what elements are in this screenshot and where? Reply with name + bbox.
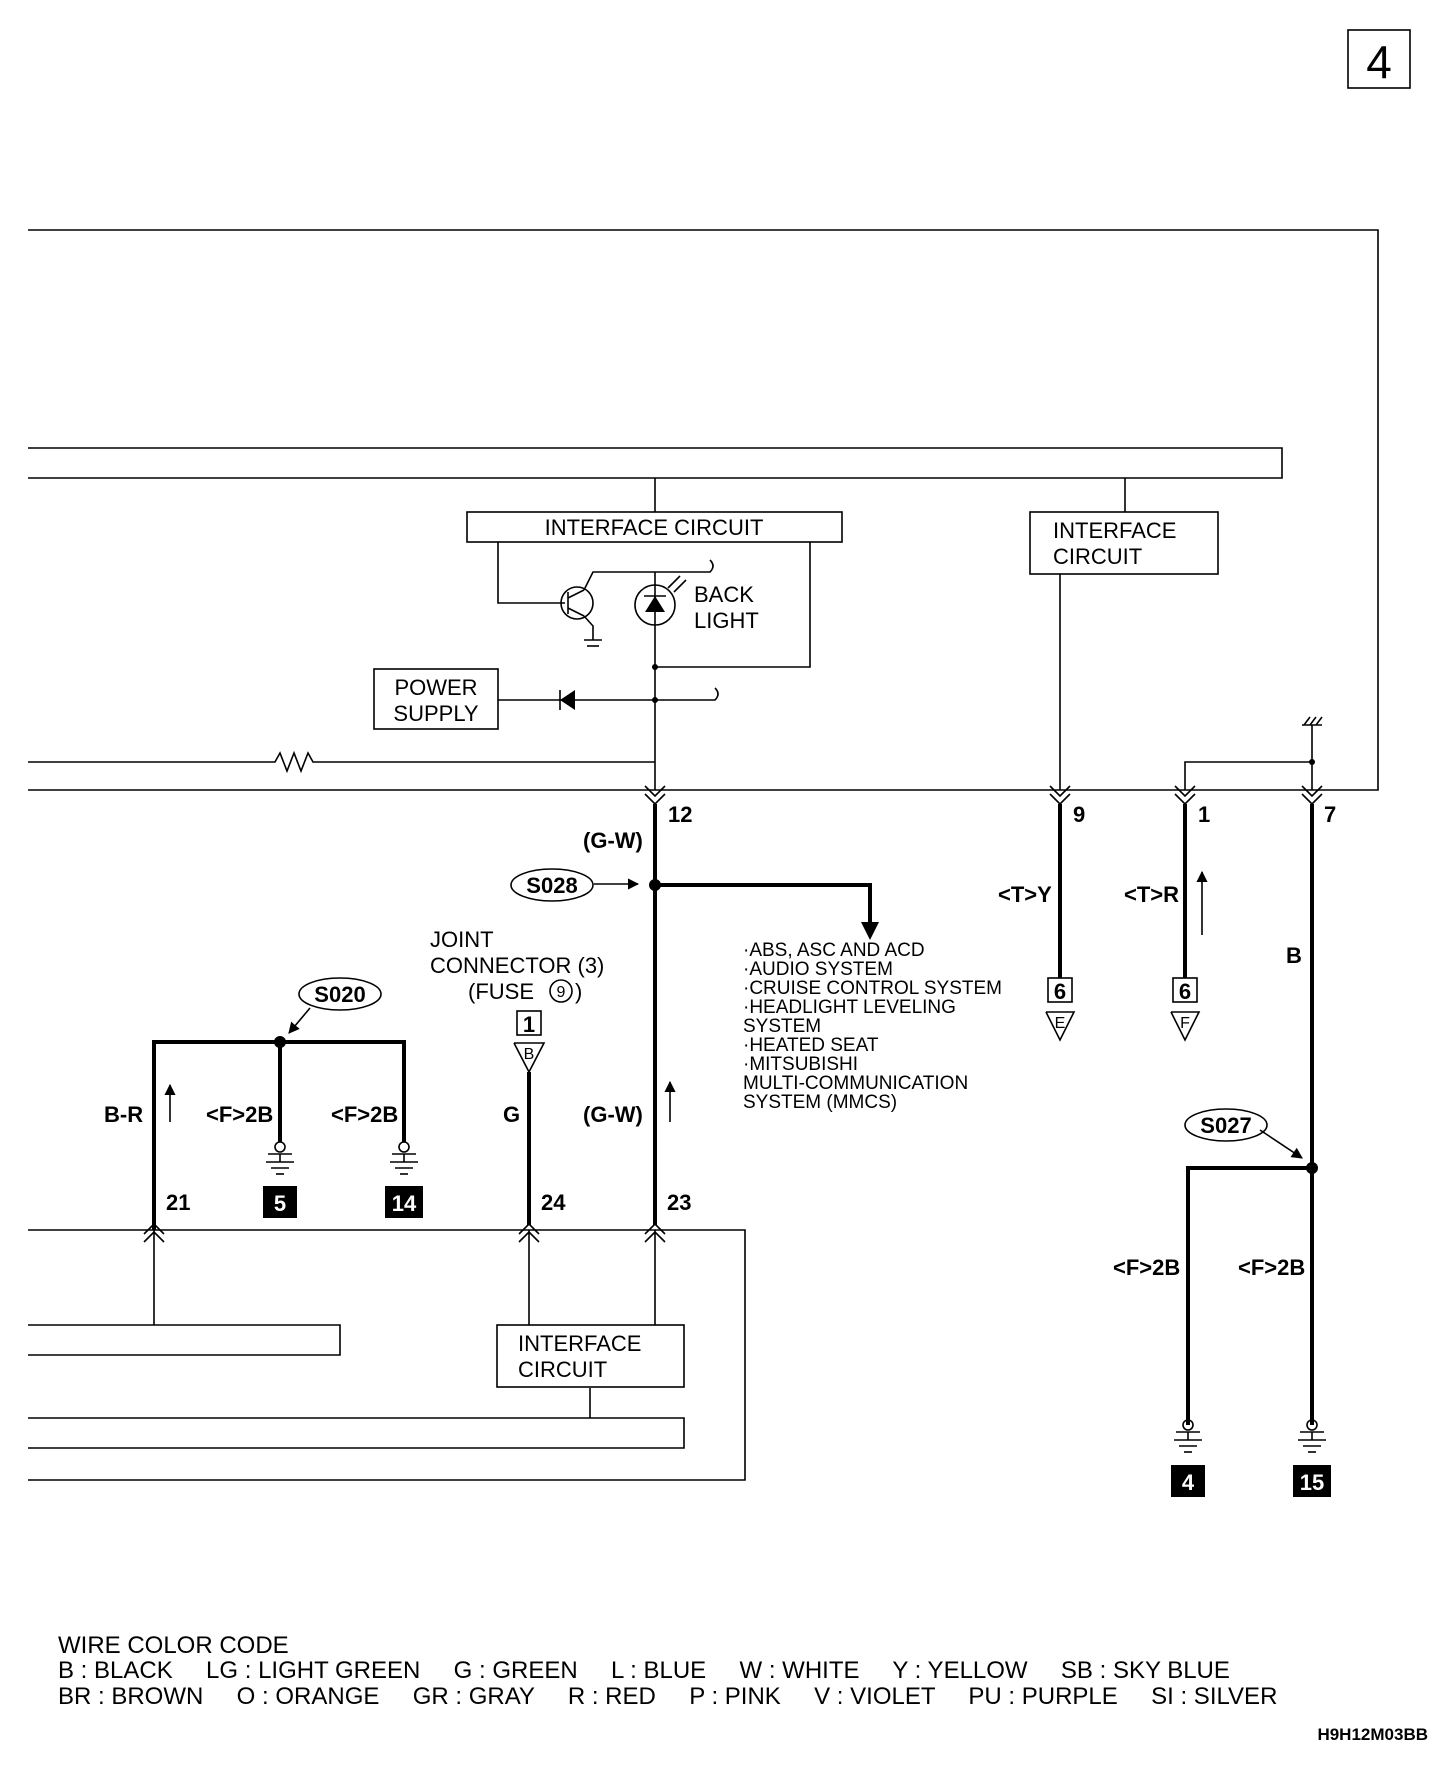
splice-s027: S027 bbox=[1184, 1108, 1268, 1142]
ground-badge bbox=[1293, 1465, 1331, 1497]
legend-title: WIRE COLOR CODE bbox=[58, 1632, 289, 1659]
pin-12: 12 bbox=[668, 802, 692, 827]
pin-21: 21 bbox=[166, 1190, 190, 1215]
power-supply-label-1: POWER bbox=[394, 675, 477, 700]
diagram-code: H9H12M03BB bbox=[1317, 1725, 1428, 1744]
interface-circuit-label: INTERFACE bbox=[1053, 518, 1176, 543]
ground-badge bbox=[385, 1186, 423, 1218]
connector-e-letter: E bbox=[1055, 1015, 1066, 1032]
pin-24: 24 bbox=[541, 1190, 566, 1215]
page-number-box: 4 bbox=[1347, 29, 1411, 89]
pin-9: 9 bbox=[1073, 802, 1085, 827]
system-item: ·ABS, ASC AND ACD bbox=[743, 940, 925, 961]
splice-label: S027 bbox=[1200, 1113, 1251, 1138]
wire-g-w bbox=[594, 804, 879, 1225]
wire-color-f2b: <F>2B bbox=[1113, 1255, 1180, 1280]
ground-symbol bbox=[1298, 1419, 1326, 1453]
wire-color-b: B bbox=[1286, 943, 1302, 968]
joint-connector-letter: B bbox=[524, 1046, 535, 1063]
interface-circuit-label: INTERFACE bbox=[518, 1331, 641, 1356]
ground-14: 14 bbox=[392, 1191, 417, 1216]
ground-badge bbox=[1171, 1465, 1205, 1497]
joint-connector-label-2: CONNECTOR (3) bbox=[430, 953, 604, 978]
transistor-symbol bbox=[560, 571, 655, 647]
meter-pin-arrows bbox=[644, 785, 1323, 806]
interface-circuit-lower: INTERFACE CIRCUIT bbox=[496, 1324, 685, 1388]
pin-23: 23 bbox=[667, 1190, 691, 1215]
joint-connector-label-1: JOINT bbox=[430, 927, 494, 952]
lower-meter-outline bbox=[28, 1229, 746, 1481]
system-item: SYSTEM (MMCS) bbox=[743, 1092, 897, 1113]
system-item: ·HEATED SEAT bbox=[743, 1035, 879, 1056]
back-light-label-2: LIGHT bbox=[694, 608, 759, 633]
fuse-number: 9 bbox=[557, 984, 566, 1001]
wire-color-t-y: <T>Y bbox=[998, 882, 1052, 907]
interface-circuit-label: CIRCUIT bbox=[518, 1357, 607, 1382]
legend-row-1: B : BLACK LG : LIGHT GREEN G : GREEN L :… bbox=[58, 1657, 1230, 1684]
system-item: ·CRUISE CONTROL SYSTEM bbox=[743, 978, 1002, 999]
interface-circuit-label: CIRCUIT bbox=[1053, 544, 1142, 569]
wire-color-legend: WIRE COLOR CODE B : BLACK LG : LIGHT GRE… bbox=[58, 1632, 1277, 1710]
ground-symbol bbox=[1174, 1419, 1202, 1453]
systems-list: ·ABS, ASC AND ACD ·AUDIO SYSTEM ·CRUISE … bbox=[743, 940, 1002, 1113]
ground-symbol bbox=[390, 1141, 418, 1175]
wire-color-t-r: <T>R bbox=[1124, 882, 1179, 907]
wire-color-f2b: <F>2B bbox=[331, 1102, 398, 1127]
back-light-label-1: BACK bbox=[694, 582, 754, 607]
splice-label: S028 bbox=[526, 873, 577, 898]
wire-color-f2b: <F>2B bbox=[1238, 1255, 1305, 1280]
page-number: 4 bbox=[1366, 36, 1392, 88]
wire-t-y bbox=[1045, 804, 1076, 1042]
lower-pin-arrows bbox=[143, 1222, 666, 1243]
connector-e-number: 6 bbox=[1054, 979, 1066, 1004]
splice-s028: S028 bbox=[510, 868, 594, 902]
wire-color-g-w: (G-W) bbox=[583, 828, 643, 853]
ground-symbol bbox=[266, 1141, 294, 1175]
wire-color-f2b: <F>2B bbox=[206, 1102, 273, 1127]
ground-5: 5 bbox=[274, 1191, 286, 1216]
joint-connector-label-3-end: ) bbox=[575, 979, 582, 1004]
power-supply-label-2: SUPPLY bbox=[393, 701, 479, 726]
pin-1-7-internal bbox=[1184, 716, 1323, 790]
ground-badge bbox=[263, 1186, 297, 1218]
system-item: ·MITSUBISHI bbox=[743, 1054, 858, 1075]
wire-b bbox=[1186, 804, 1318, 1425]
joint-connector-number: 1 bbox=[523, 1012, 535, 1037]
interface-circuit-label: INTERFACE CIRCUIT bbox=[545, 515, 764, 540]
wire-color-g: G bbox=[503, 1102, 520, 1127]
wire-t-r bbox=[1170, 804, 1208, 1042]
pin-7: 7 bbox=[1324, 802, 1336, 827]
connector-f-letter: F bbox=[1180, 1015, 1190, 1032]
legend-row-2: BR : BROWN O : ORANGE GR : GRAY R : RED … bbox=[58, 1683, 1277, 1710]
splice-s020: S020 bbox=[298, 977, 382, 1011]
system-item: MULTI-COMMUNICATION bbox=[743, 1073, 968, 1094]
power-supply: POWER SUPPLY bbox=[373, 664, 719, 730]
ground-15: 15 bbox=[1300, 1470, 1324, 1495]
wire-color-g-w: (G-W) bbox=[583, 1102, 643, 1127]
system-item: ·AUDIO SYSTEM bbox=[743, 959, 893, 980]
resistor bbox=[28, 667, 656, 790]
splice-label: S020 bbox=[314, 982, 365, 1007]
ground-4: 4 bbox=[1182, 1470, 1195, 1495]
system-item: SYSTEM bbox=[743, 1016, 821, 1037]
meter-outline bbox=[28, 229, 1379, 791]
pin-1: 1 bbox=[1198, 802, 1210, 827]
system-item: ·HEADLIGHT LEVELING bbox=[743, 997, 956, 1018]
back-light-led: BACK LIGHT bbox=[634, 559, 759, 667]
wire-color-b-r: B-R bbox=[104, 1102, 143, 1127]
joint-connector-label-3: (FUSE bbox=[468, 979, 534, 1004]
connector-f-number: 6 bbox=[1179, 979, 1191, 1004]
interface-circuit-upper-center: INTERFACE CIRCUIT bbox=[466, 511, 843, 668]
wire-b-r bbox=[152, 1007, 406, 1230]
interface-circuit-upper-right: INTERFACE CIRCUIT bbox=[1029, 511, 1219, 790]
joint-connector: JOINT CONNECTOR (3) (FUSE 9 ) 1 B bbox=[430, 927, 604, 1225]
